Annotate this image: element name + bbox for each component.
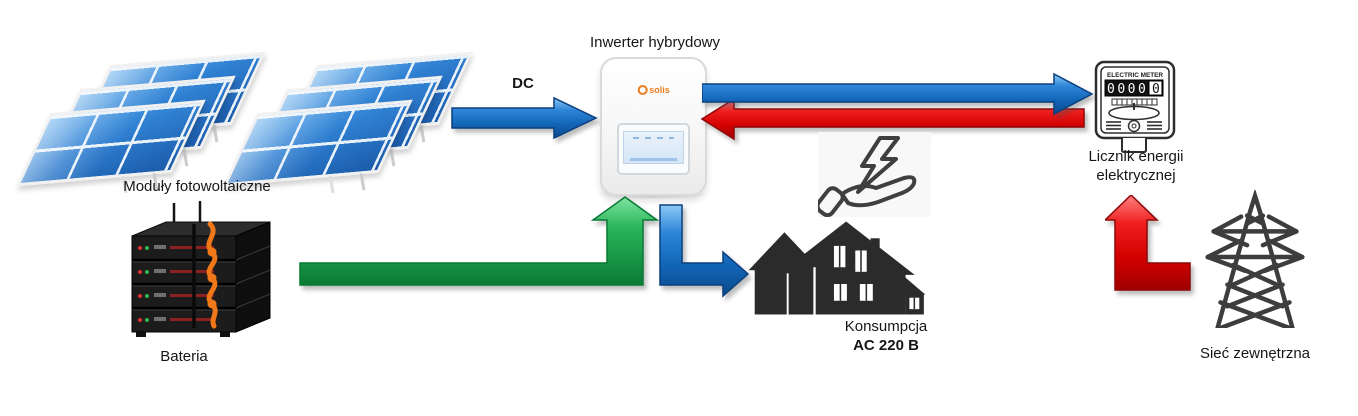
solis-logo: solis — [637, 85, 670, 95]
battery-icon — [131, 201, 271, 337]
house-label: Konsumpcja — [844, 318, 928, 335]
solis-logo-text: solis — [649, 85, 670, 95]
meter-label-line2: elektrycznej — [1096, 167, 1176, 184]
solar-panel — [223, 99, 413, 187]
inverter-screen — [617, 123, 690, 175]
solis-logo-ring-icon — [637, 85, 648, 95]
inverter-to-meter-arrow — [702, 72, 1094, 116]
battery-to-inverter-arrow — [299, 196, 660, 286]
solar-panels-icon — [16, 51, 473, 187]
dc-arrow-label: DC — [512, 75, 534, 92]
house-labels: Konsumpcja AC 220 B — [811, 317, 961, 355]
meter-to-inverter-arrow — [700, 97, 1085, 141]
battery-label: Bateria — [160, 348, 208, 365]
meter-device-title: ELECTRIC METER — [1107, 72, 1163, 79]
inverter-to-house-arrow — [659, 204, 750, 298]
grid-label: Sieć zewnętrzna — [1199, 345, 1311, 362]
solar-panels-label: Moduły fotowoltaiczne — [123, 178, 271, 195]
house-icon — [748, 221, 926, 315]
electric-meter-icon: ELECTRIC METER 0000 0 — [1094, 60, 1176, 153]
hand-energy-box — [815, 132, 931, 218]
solar-panel — [16, 99, 206, 187]
meter-label: Licznik energii elektrycznej — [1056, 147, 1216, 185]
inverter-label: Inwerter hybrydowy — [589, 34, 721, 51]
power-tower-icon — [1205, 190, 1305, 328]
inverter-screen-glass — [623, 131, 684, 164]
meter-label-line1: Licznik energii — [1088, 148, 1184, 165]
meter-reading-main: 0000 — [1107, 82, 1148, 97]
grid-to-meter-arrow — [1105, 195, 1191, 291]
meter-reading-last: 0 — [1152, 82, 1160, 97]
dc-arrow — [451, 96, 598, 140]
house-sublabel: AC 220 B — [853, 337, 919, 354]
hand-energy-icon — [815, 136, 917, 218]
inverter-device-icon: solis — [600, 57, 707, 196]
